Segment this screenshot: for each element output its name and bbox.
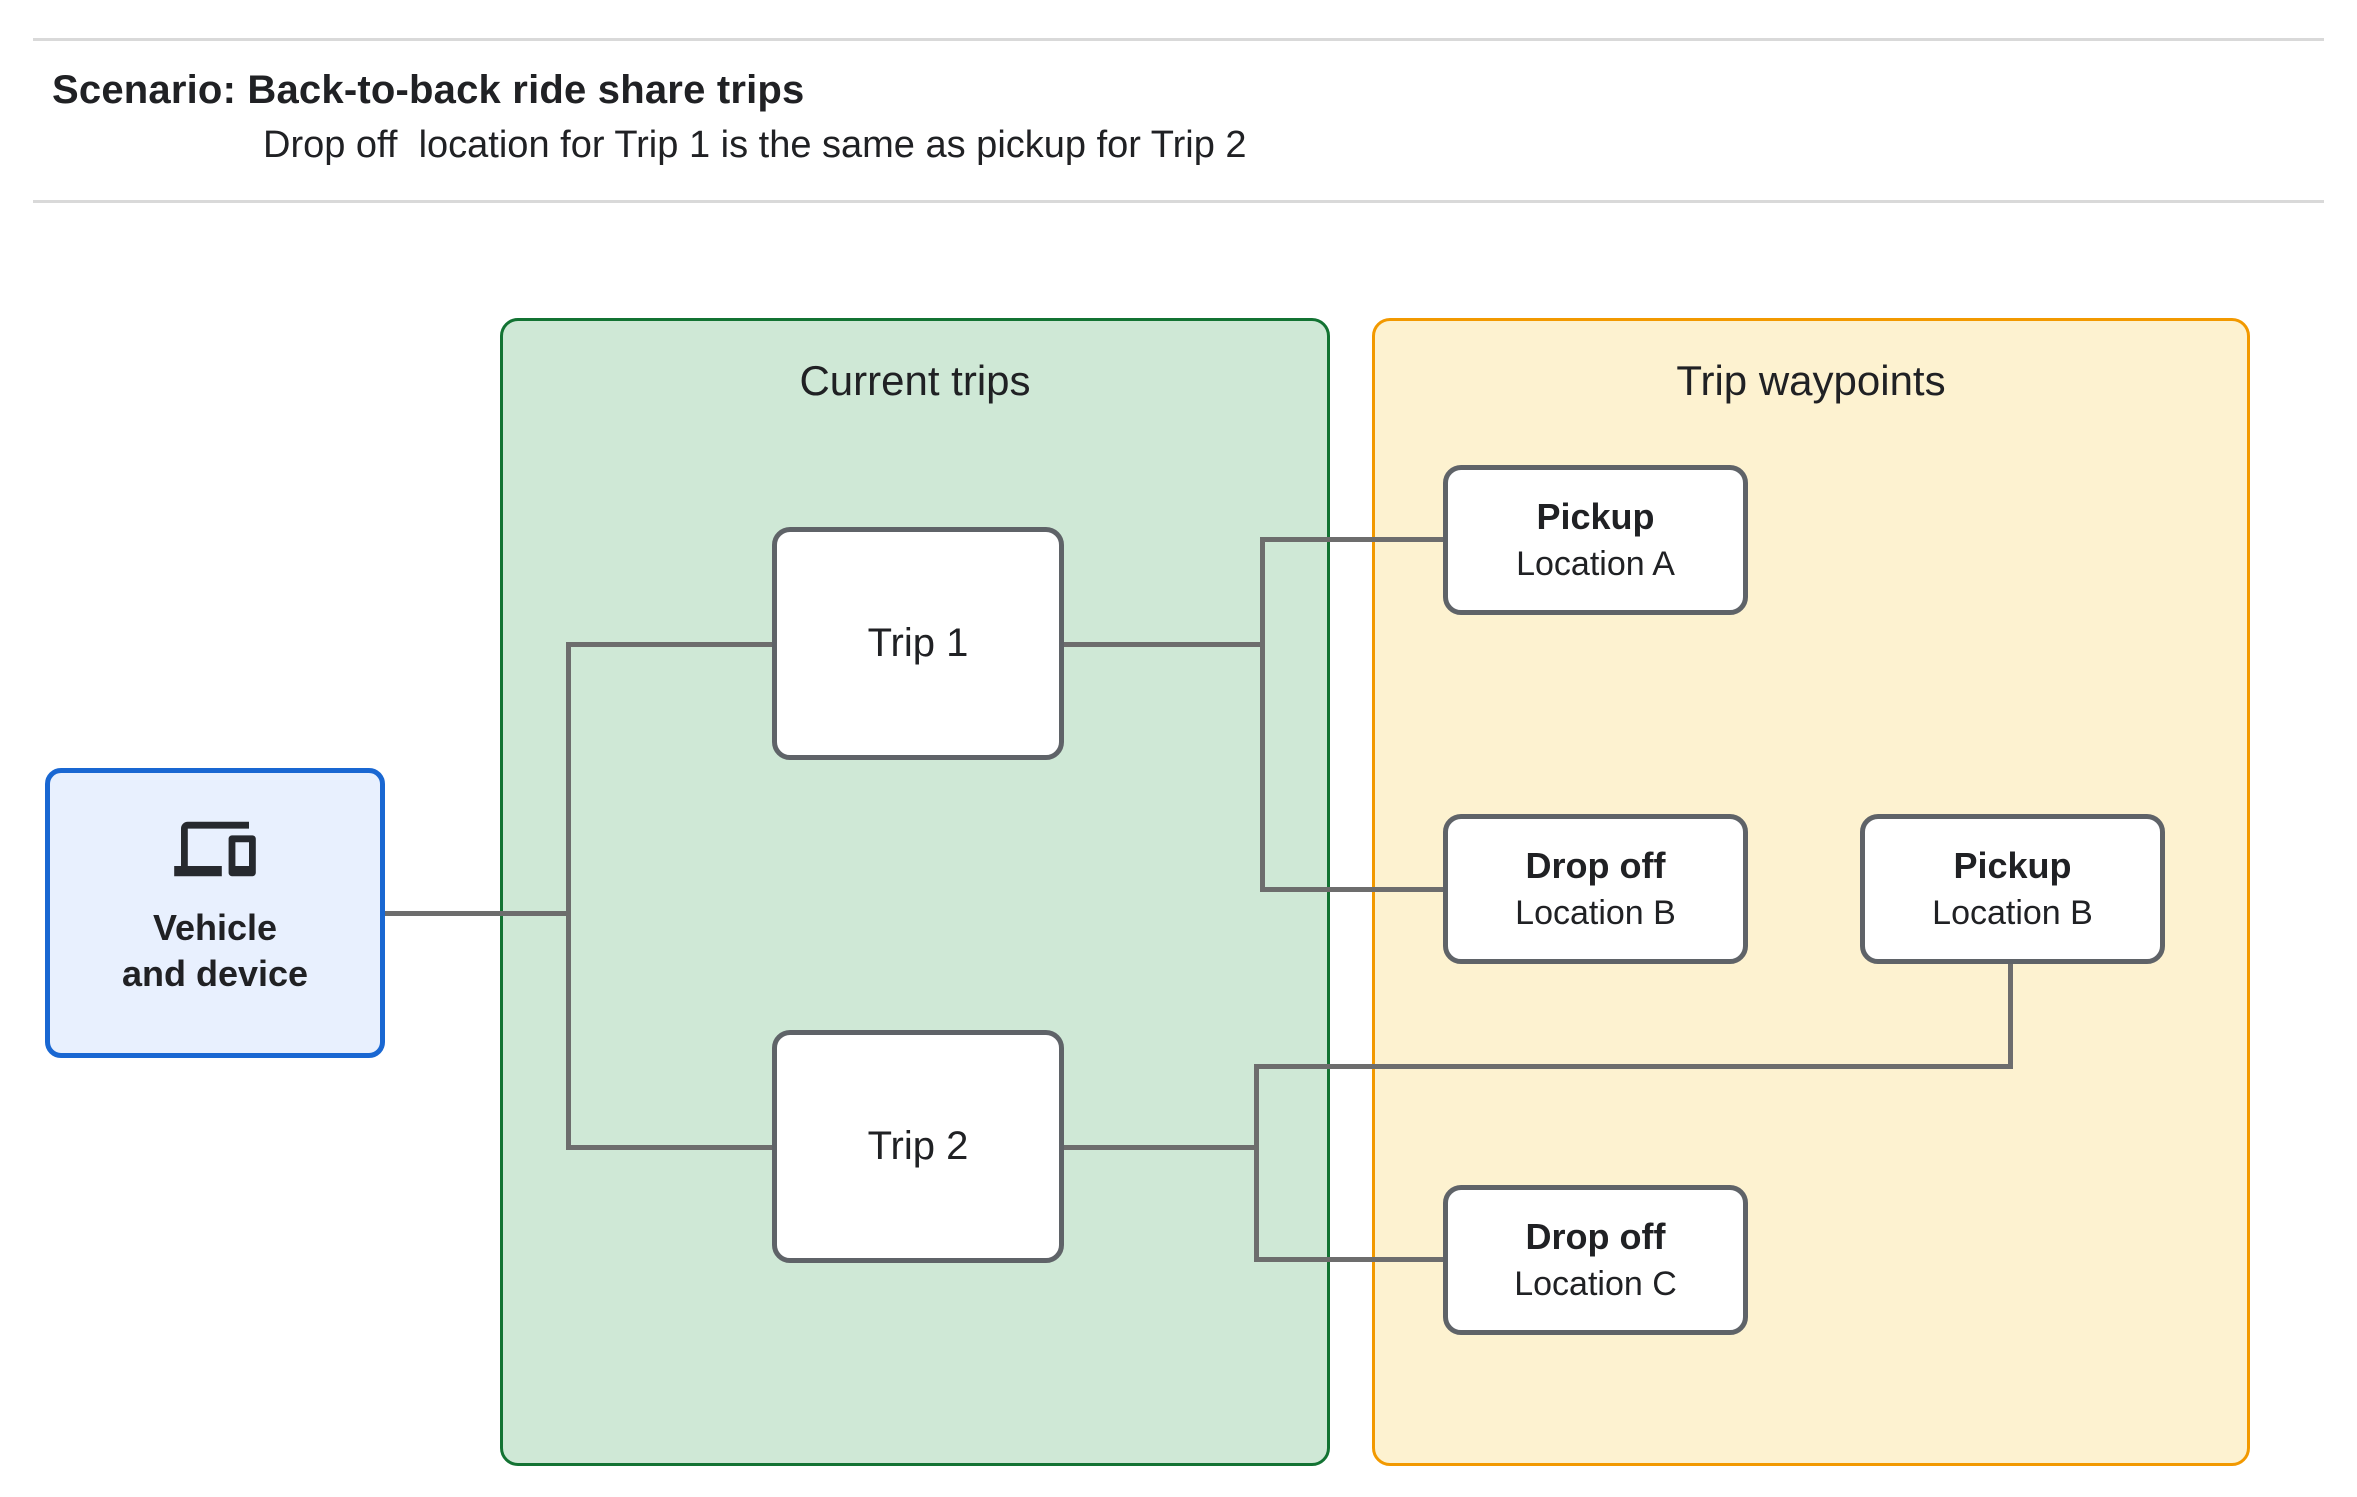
connector-mid-bus-to-dropoff-b [1260,887,1443,892]
divider-header-bottom [33,200,2324,203]
dropoff-location-b-subtitle: Location B [1515,894,1676,933]
pickup-location-b-subtitle: Location B [1932,894,2093,933]
connector-left-bus [566,642,571,1150]
panel-current-trips: Current trips [500,318,1330,1466]
pickup-location-a-title: Pickup [1536,496,1655,538]
connector-pickup-b-to-lower-bus [1254,1064,2013,1069]
connector-mid-bus-to-pickup-a [1260,537,1443,542]
connector-trip2-to-lower-bus [1064,1145,1259,1150]
dropoff-location-b-node: Drop off Location B [1443,814,1748,964]
pickup-location-a-node: Pickup Location A [1443,465,1748,615]
page-title: Scenario: Back-to-back ride share trips [52,68,805,112]
connector-mid-bus [1260,537,1265,892]
devices-icon [173,815,257,883]
pickup-location-a-subtitle: Location A [1516,545,1675,584]
trip2-node: Trip 2 [772,1030,1064,1263]
dropoff-location-b-title: Drop off [1525,845,1666,887]
dropoff-location-c-subtitle: Location C [1514,1265,1677,1304]
pickup-location-b-node: Pickup Location B [1860,814,2165,964]
connector-pickup-b-descender [2008,962,2013,1069]
panel-current-trips-label: Current trips [799,357,1031,404]
dropoff-location-c-node: Drop off Location C [1443,1185,1748,1335]
connector-lower-bus [1254,1064,1259,1262]
connector-left-bus-to-trip1 [566,642,772,647]
connector-lower-bus-to-dropoff-c [1254,1257,1443,1262]
vehicle-and-device-node: Vehicle and device [45,768,385,1058]
connector-trip1-to-mid-bus [1064,642,1265,647]
vehicle-and-device-label: Vehicle and device [121,907,309,995]
panel-trip-waypoints-label: Trip waypoints [1676,357,1946,404]
dropoff-location-c-title: Drop off [1525,1216,1666,1258]
divider-top [33,38,2324,41]
trip1-label: Trip 1 [867,621,969,665]
connector-vehicle-to-left-bus [385,911,570,916]
pickup-location-b-title: Pickup [1953,845,2072,887]
trip1-node: Trip 1 [772,527,1064,760]
connector-left-bus-to-trip2 [566,1145,772,1150]
page-subtitle: Drop off location for Trip 1 is the same… [263,124,1247,166]
trip2-label: Trip 2 [867,1124,969,1168]
